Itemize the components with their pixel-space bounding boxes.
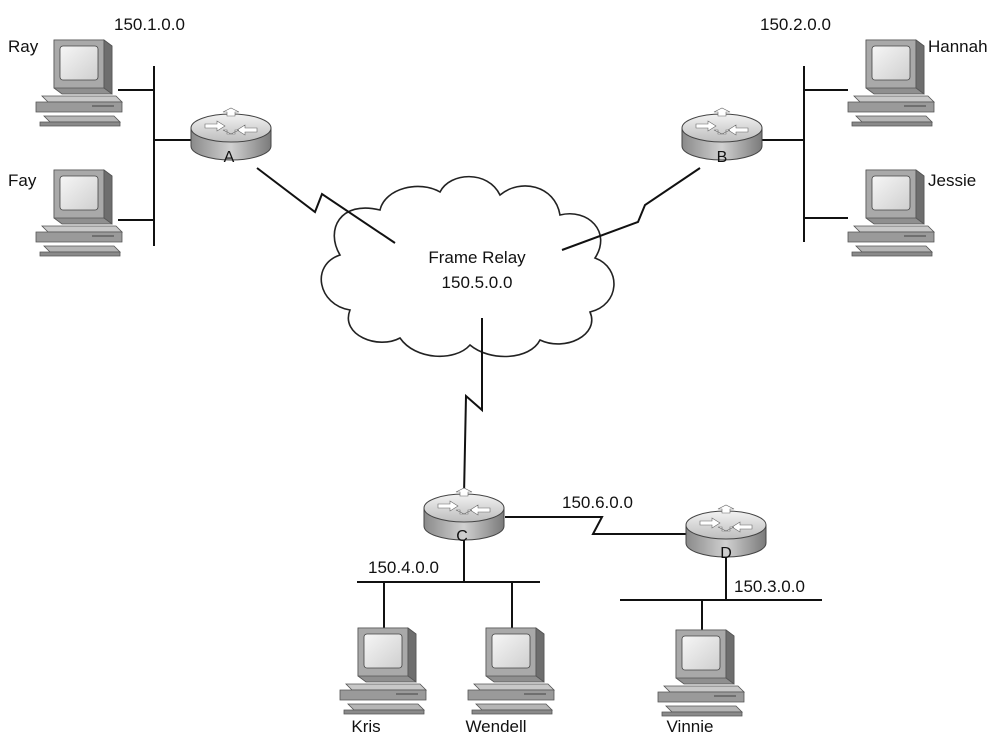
cloud-name: Frame Relay [428,248,526,267]
host-ray-label: Ray [8,37,39,56]
host-fay [35,169,123,257]
pc-icon [657,629,745,717]
pc-icon [35,169,123,257]
host-wendell-label: Wendell [465,717,526,736]
host-kris [339,627,427,715]
pc-icon [339,627,427,715]
router-d-label: D [720,545,732,562]
router-c-label: C [456,528,468,545]
host-wendell [467,627,555,715]
frame-relay-cloud [320,175,615,358]
router-a-label: A [224,149,235,166]
host-vinnie-label: Vinnie [667,717,714,736]
router-b-label: B [717,149,728,166]
host-jessie [847,169,935,257]
host-hannah [847,39,935,127]
host-vinnie [657,629,745,717]
pc-icon [467,627,555,715]
host-hannah-label: Hannah [928,37,988,56]
serial-link-cd [505,516,688,535]
lan-a-network-label: 150.1.0.0 [114,15,185,34]
lan-c-network-label: 150.4.0.0 [368,558,439,577]
serial-link-b [561,167,701,251]
pc-icon [847,169,935,257]
pc-icon [35,39,123,127]
serial-link-a [256,167,396,244]
host-fay-label: Fay [8,171,37,190]
serial-link-c [463,318,483,496]
host-ray [35,39,123,127]
lan-d-network-label: 150.3.0.0 [734,577,805,596]
cloud-network: 150.5.0.0 [442,273,513,292]
lan-b-network-label: 150.2.0.0 [760,15,831,34]
serial-cd-network-label: 150.6.0.0 [562,493,633,512]
pc-icon [847,39,935,127]
host-kris-label: Kris [351,717,380,736]
host-jessie-label: Jessie [928,171,976,190]
